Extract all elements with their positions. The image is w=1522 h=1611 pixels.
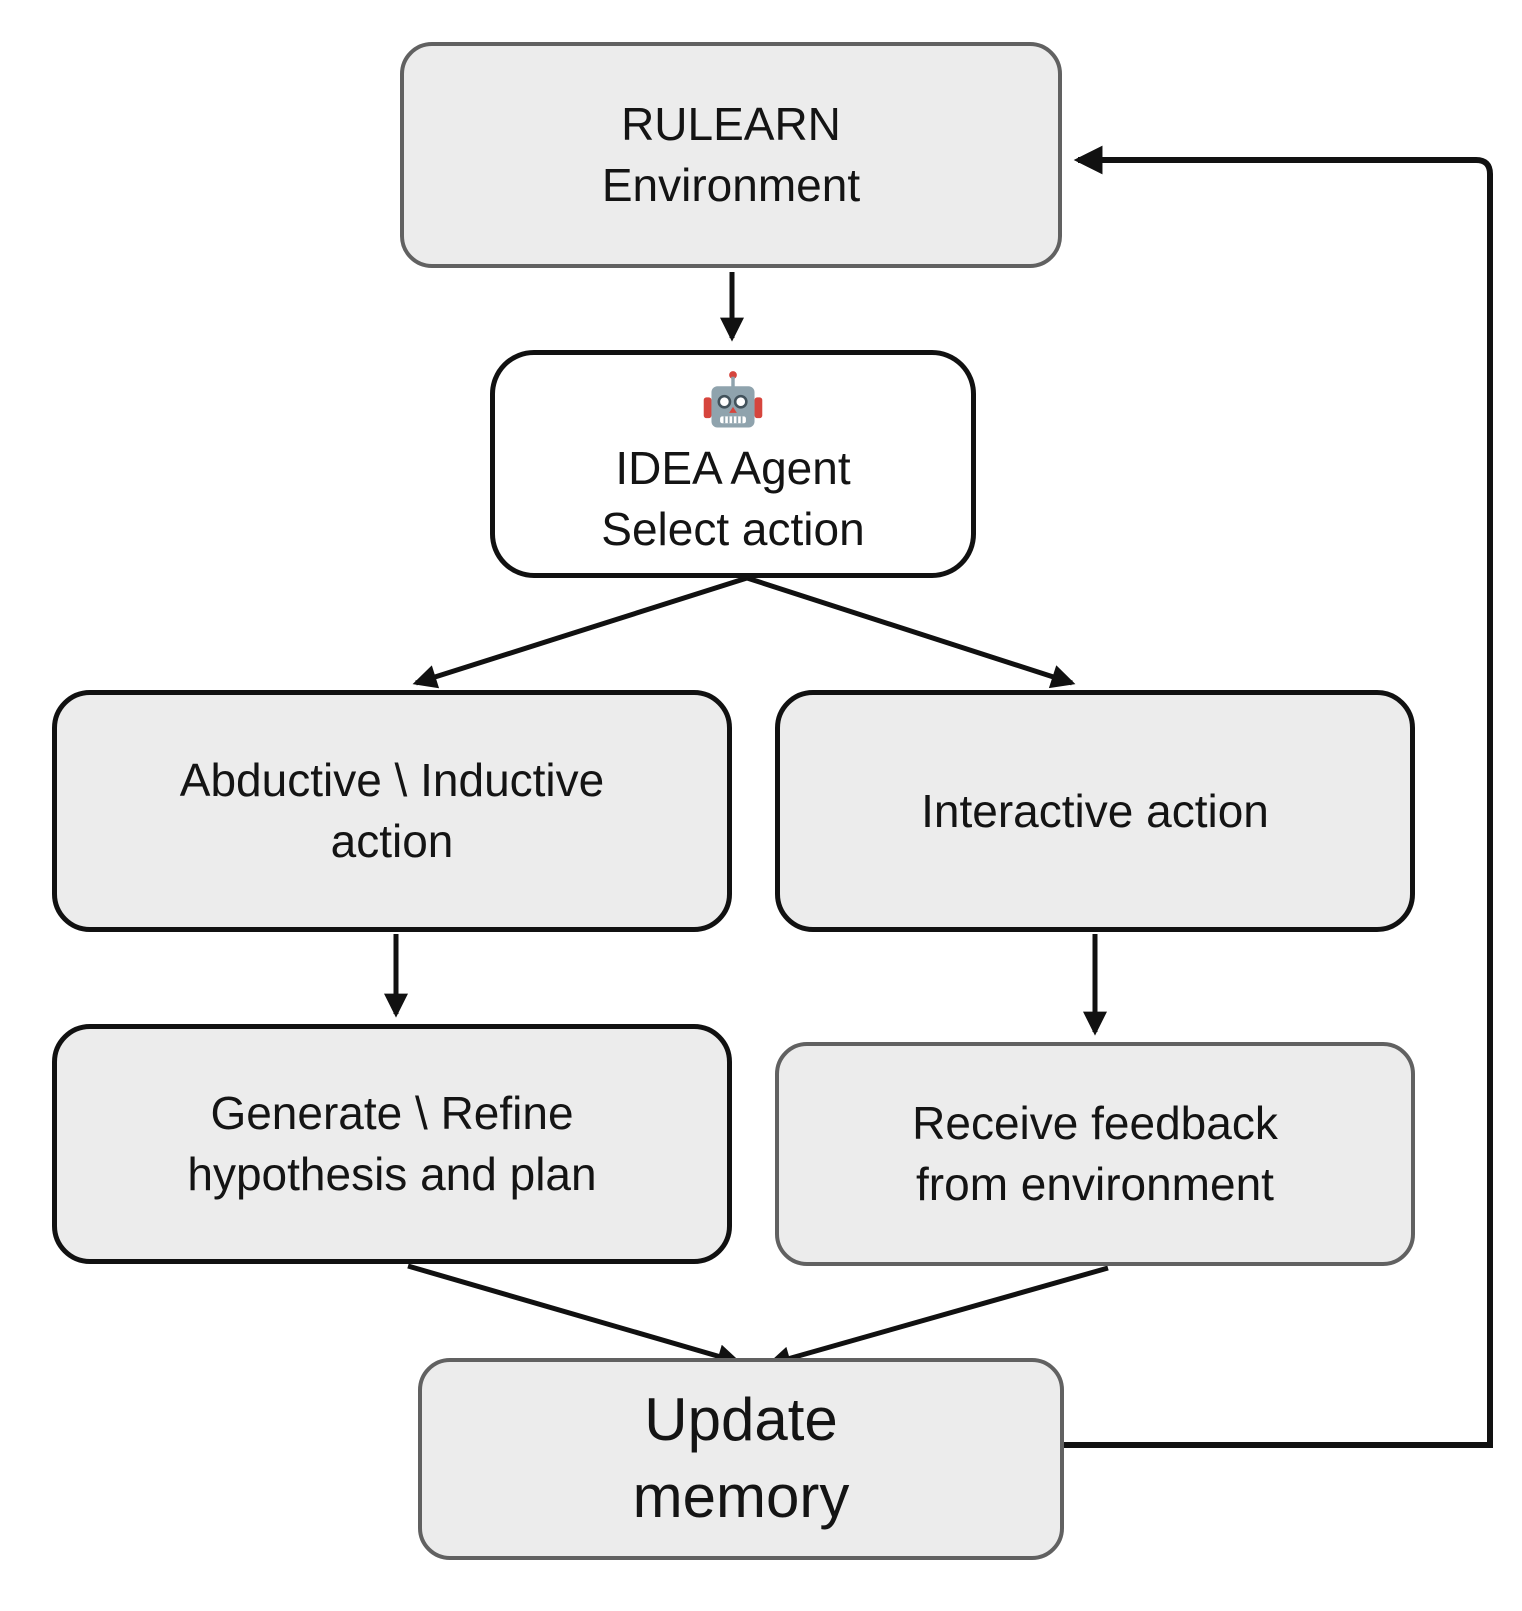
node-update-memory: Update memory: [418, 1358, 1064, 1560]
arrow-agent-to-abductive: [412, 575, 748, 689]
arrow-agent-to-interactive: [746, 575, 1076, 689]
node-generate-refine-hypothesis: Generate \ Refine hypothesis and plan: [52, 1024, 732, 1264]
node-rulearn-environment: RULEARN Environment: [400, 42, 1062, 268]
node-interactive-action: Interactive action: [775, 690, 1415, 932]
node-interactive-action-label: Interactive action: [921, 784, 1269, 837]
arrow-update-loop-to-environment: [1064, 145, 1493, 1448]
node-update-memory-label: Update memory: [632, 1386, 850, 1530]
robot-icon: [703, 371, 763, 428]
node-receive-feedback-label: Receive feedback from environment: [912, 1097, 1278, 1210]
node-abductive-inductive-action-label: Abductive \ Inductive action: [179, 754, 605, 867]
node-generate-refine-hypothesis-label: Generate \ Refine hypothesis and plan: [187, 1087, 597, 1200]
node-abductive-inductive-action: Abductive \ Inductive action: [52, 690, 732, 932]
node-idea-agent-label: IDEA Agent Select action: [601, 442, 865, 555]
node-receive-feedback: Receive feedback from environment: [775, 1042, 1415, 1266]
arrow-receive-to-update: [766, 1265, 1109, 1370]
node-idea-agent: IDEA Agent Select action: [490, 350, 976, 578]
node-rulearn-environment-label: RULEARN Environment: [601, 98, 861, 211]
arrow-generate-to-update: [407, 1263, 742, 1368]
